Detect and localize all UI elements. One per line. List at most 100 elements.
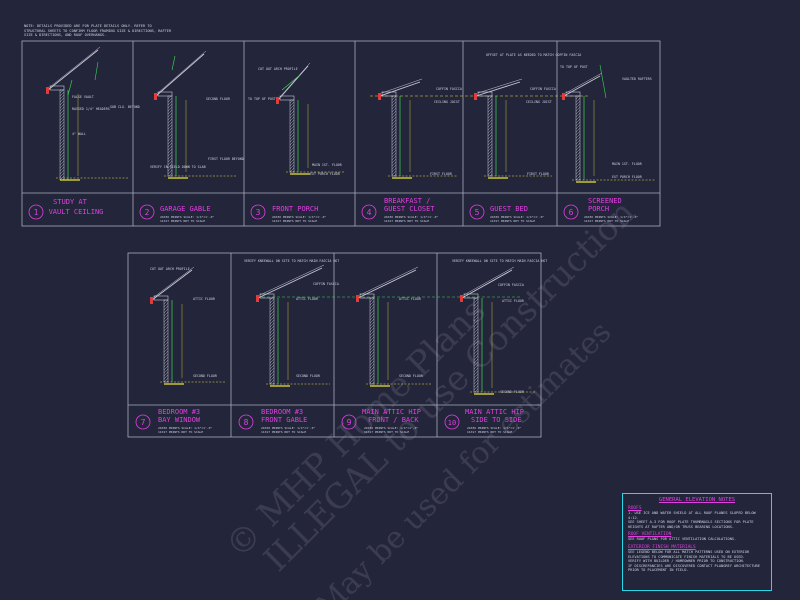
fascia-board-7 (150, 297, 153, 304)
section-number: 2 (145, 208, 150, 217)
roof-rafter-6 (563, 75, 601, 97)
general-elevation-notes: GENERAL ELEVATION NOTES ROOFS 1. USE ICE… (622, 493, 772, 591)
roof-rafter-5 (475, 81, 521, 97)
section-title-line-2: GUEST CLOSET (384, 205, 435, 213)
caption-6: 6 SCREENED PORCH 24X36 PRINTS SCALE: 1/4… (563, 197, 638, 223)
section-title-line-2: SIDE TO SIDE (471, 416, 522, 424)
roof-rafter-8 (257, 267, 323, 299)
label-attic-floor-7: ATTIC FLOOR (193, 297, 215, 301)
label-second-floor-8: SECOND FLOOR (296, 374, 320, 378)
section-number-circle (28, 204, 44, 220)
notes-materials-heading: EXTERIOR FINISH MATERIALS (628, 544, 696, 550)
scale-text-2: 11X17 PRINTS NOT TO SCALE (467, 430, 512, 434)
section-title-line-2: PORCH (588, 205, 609, 213)
roof-rafter-4 (379, 81, 421, 97)
scale-text-2: 11X17 PRINTS NOT TO SCALE (160, 219, 205, 223)
notes-vent-heading: ROOF VENTILATION (628, 532, 672, 538)
caption-1: 1 STUDY AT VAULT CEILING (28, 198, 103, 220)
green-callout-4 (281, 74, 301, 91)
scale-text-2: 11X17 PRINTS NOT TO SCALE (261, 430, 306, 434)
label-4-wall: 4" WALL (72, 132, 86, 136)
label-to-top-of-post: TO TOP OF POST (248, 97, 276, 101)
section-number: 10 (448, 419, 456, 427)
label-second-floor: SECOND FLOOR (206, 97, 230, 101)
section-number: 3 (256, 208, 261, 217)
notes-materials-1: SEE LEGEND BELOW FOR ALL MATCH PATTERNS … (628, 549, 750, 559)
roof-rafter-10 (461, 269, 513, 299)
fascia-board-3 (276, 97, 279, 104)
section-title-line-1: BEDROOM #3 (261, 408, 303, 416)
scale-text: 24X36 PRINTS SCALE: 1/4"=1'-0" (160, 215, 214, 219)
fascia-board-9 (356, 295, 359, 302)
top-plate-5 (477, 91, 493, 97)
section-title-line-1: GUEST BED (490, 205, 528, 213)
wall-stud-9 (369, 297, 375, 385)
section-frames (21, 40, 661, 438)
roof-sheathing-8 (259, 264, 325, 296)
section-title-line-1: STUDY AT (53, 198, 88, 206)
roof-sheathing-5 (477, 78, 523, 94)
section-number-circle (341, 414, 357, 430)
scale-text: 24X36 PRINTS SCALE: 1/4"=1'-0" (467, 426, 521, 430)
annotation-labels: FALSE VAULT RAISED 1/4" HEADERS SUB CLG.… (72, 53, 652, 394)
label-second-floor-7: SECOND FLOOR (193, 374, 217, 378)
section-title-line-1: MAIN ATTIC HIP (362, 408, 421, 416)
scale-text: 24X36 PRINTS SCALE: 1/4"=1'-0" (584, 215, 638, 219)
wall-stud-5 (487, 95, 493, 177)
label-sub-clg-beyond: SUB CLG. BEYOND (110, 105, 140, 109)
roof-sheathing-6 (565, 72, 603, 94)
section-title-line-2: FRONT GABLE (261, 416, 307, 424)
label-verify-kneewall-10: VERIFY KNEEWALL ON SITE TO MATCH MAIN FA… (452, 259, 547, 263)
label-attic-floor-10: ATTIC FLOOR (502, 299, 524, 303)
wall-stud-3 (289, 99, 295, 173)
label-verify-in-field: VERIFY IN FIELD DOWN TO SLAB (150, 165, 206, 169)
caption-5: 5 GUEST BED 24X36 PRINTS SCALE: 1/4"=1'-… (469, 204, 544, 223)
scale-text: 24X36 PRINTS SCALE: 1/4"=1'-0" (384, 215, 438, 219)
label-ceiling-joist-5: CEILING JOIST (526, 100, 552, 104)
label-ceiling-joist: CEILING JOIST (434, 100, 460, 104)
fascia-board-8 (256, 295, 259, 302)
plate-details-note: NOTE: DETAILS PROVIDED ARE FOR PLATE DET… (24, 24, 172, 38)
wall-stud-7 (163, 299, 169, 383)
section-number-circle (250, 204, 266, 220)
wall-stud-4 (391, 95, 397, 177)
roof-rafter-3 (277, 65, 309, 101)
label-coffin-fascia-10: COFFIN FASCIA (498, 283, 524, 287)
label-vaulted-rafters: VAULTED RAFTERS (622, 77, 652, 81)
scale-text-2: 11X17 PRINTS NOT TO SCALE (272, 219, 317, 223)
section-title-line-1: MAIN ATTIC HIP (465, 408, 524, 416)
section-title-line-1: BREAKFAST / (384, 197, 430, 205)
wall-stud-10 (473, 297, 479, 393)
notes-vent-1: SEE ROOF PLANS FOR ATTIC VENTILATION CAL… (628, 537, 737, 542)
label-coffin-fascia-5: COFFIN FASCIA (530, 87, 556, 91)
caption-9: 9 MAIN ATTIC HIP FRONT / BACK 24X36 PRIN… (341, 408, 421, 434)
fascia-board-5 (474, 93, 477, 100)
scale-text-2: 11X17 PRINTS NOT TO SCALE (584, 219, 629, 223)
label-verify-kneewall: VERIFY KNEEWALL ON SITE TO MATCH MAIN FA… (244, 259, 339, 263)
top-plate-10 (463, 293, 479, 299)
section-number: 9 (347, 418, 352, 427)
label-second-floor-9: SECOND FLOOR (399, 374, 423, 378)
roof-rafter-9 (357, 269, 417, 299)
green-callout-3 (171, 55, 176, 71)
notes-materials-2: VERIFY WITH BUILDER / HOMEOWNER PRIOR TO… (628, 559, 745, 564)
label-false-vault: FALSE VAULT (72, 95, 94, 99)
label-first-floor: FIRST FLOOR (430, 172, 452, 176)
notes-roofs-1: 1. USE ICE AND WATER SHIELD AT ALL ROOF … (628, 511, 756, 520)
section-number: 5 (475, 208, 480, 217)
label-first-floor-beyond: FIRST FLOOR BEYOND (208, 157, 244, 161)
scale-text-2: 11X17 PRINTS NOT TO SCALE (384, 219, 429, 223)
scale-text: 24X36 PRINTS SCALE: 1/4"=1'-0" (490, 215, 544, 219)
top-plate-6 (565, 91, 581, 97)
label-to-top-of-post-6: TO TOP OF POST (560, 65, 588, 69)
notes-title: GENERAL ELEVATION NOTES (658, 497, 736, 503)
scale-text-2: 11X17 PRINTS NOT TO SCALE (158, 430, 203, 434)
section-title-line-1: SCREENED (588, 197, 622, 205)
label-coffin-fascia-8: COFFIN FASCIA (313, 282, 339, 286)
label-ext-porch-floor: EXT PORCH FLOOR (310, 172, 340, 176)
top-plate-4 (381, 91, 397, 97)
roof-rafter-2 (155, 53, 205, 97)
roof-sheathing-4 (381, 78, 423, 94)
label-first-floor-5: FIRST FLOOR (527, 172, 549, 176)
section-number-circle (444, 414, 460, 430)
